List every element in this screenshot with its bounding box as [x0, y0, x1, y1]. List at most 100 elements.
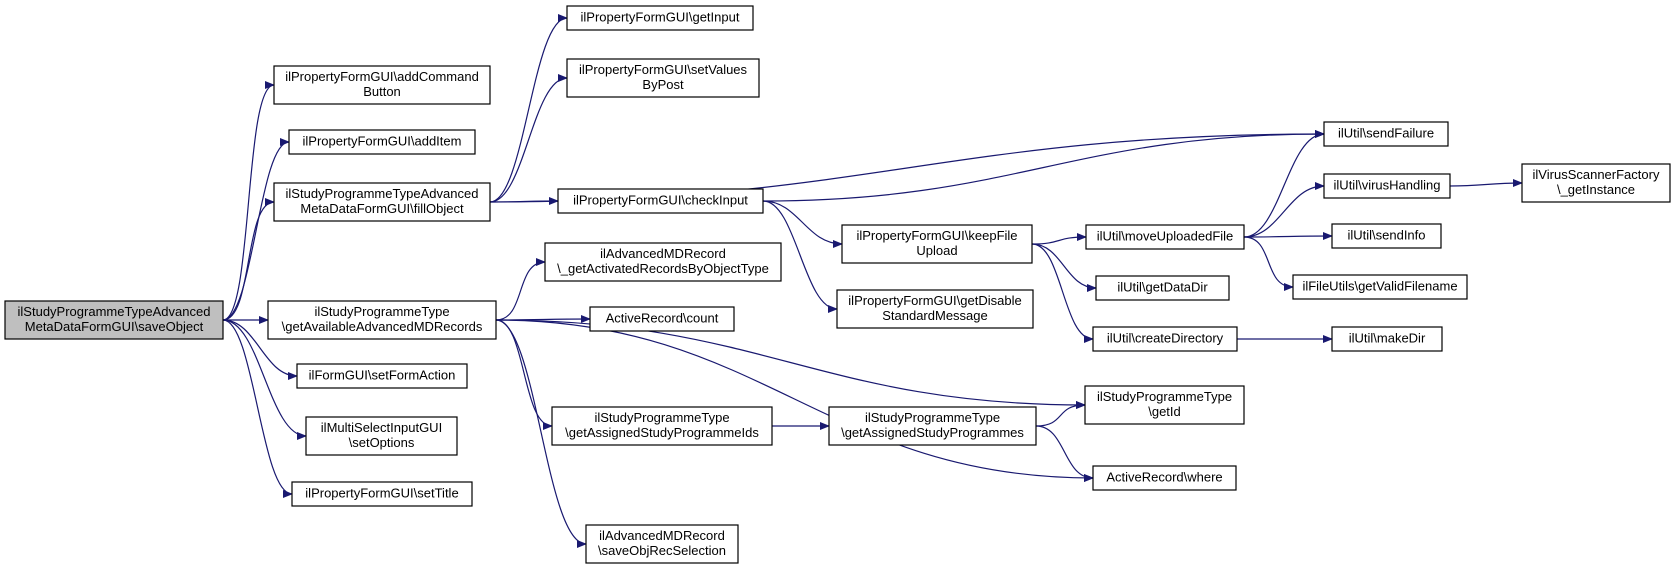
node-layer: ilStudyProgrammeTypeAdvancedMetaDataForm… [4, 5, 1671, 564]
edge-save-to-setform [222, 319, 298, 380]
edge-getavail-to-getassids [495, 319, 553, 430]
node-label-line: ilPropertyFormGUI\getDisable [848, 293, 1021, 308]
node-box [273, 65, 491, 105]
node-box [4, 300, 224, 340]
node-box [557, 188, 764, 214]
node-setform[interactable]: ilFormGUI\setFormAction [296, 363, 468, 389]
edge-moveup-to-sendfail [1243, 130, 1325, 238]
node-sendfail[interactable]: ilUtil\sendFailure [1323, 121, 1449, 147]
node-where[interactable]: ActiveRecord\where [1092, 465, 1237, 491]
node-label-line: ilPropertyFormGUI\checkInput [573, 192, 748, 207]
node-label-line: \saveObjRecSelection [598, 543, 726, 558]
node-label-line: ilStudyProgrammeType [865, 410, 1000, 425]
node-label-line: ilAdvancedMDRecord [600, 246, 726, 261]
node-makedir[interactable]: ilUtil\makeDir [1331, 326, 1443, 352]
node-box [1092, 465, 1237, 491]
node-box [836, 289, 1034, 329]
node-getid[interactable]: ilStudyProgrammeType\getId [1084, 385, 1245, 425]
node-label-line: ilPropertyFormGUI\setTitle [305, 485, 458, 500]
edge-getassprogs-to-where [1035, 425, 1094, 482]
node-getact[interactable]: ilAdvancedMDRecord\_getActivatedRecordsB… [544, 242, 782, 282]
node-checkin[interactable]: ilPropertyFormGUI\checkInput [557, 188, 764, 214]
edge-checkin-to-keepfile [762, 200, 843, 248]
node-box [1095, 275, 1230, 301]
node-box [291, 481, 473, 507]
node-box [273, 182, 491, 222]
node-getassprogs[interactable]: ilStudyProgrammeType\getAssignedStudyPro… [828, 406, 1037, 446]
node-label-line: StandardMessage [882, 308, 988, 323]
node-getinput[interactable]: ilPropertyFormGUI\getInput [566, 5, 754, 31]
edge-save-to-fill [222, 198, 275, 321]
node-label-line: ilPropertyFormGUI\keepFile [856, 228, 1017, 243]
edge-keepfile-to-createdir [1031, 243, 1094, 343]
node-box [841, 224, 1033, 264]
node-box [305, 416, 458, 456]
node-box [1085, 224, 1245, 250]
node-label-line: ilMultiSelectInputGUI [321, 420, 442, 435]
node-box [1092, 326, 1238, 352]
node-additem[interactable]: ilPropertyFormGUI\addItem [288, 129, 476, 155]
node-box [296, 363, 468, 389]
edge-save-to-settitle [222, 319, 293, 498]
edge-getassprogs-to-getid [1035, 401, 1086, 427]
node-label-line: \_getActivatedRecordsByObjectType [557, 261, 769, 276]
edge-moveup-to-sendinfo [1243, 232, 1333, 241]
node-label-line: ilStudyProgrammeTypeAdvanced [18, 304, 211, 319]
node-validfn[interactable]: ilFileUtils\getValidFilename [1292, 274, 1468, 300]
edge-save-to-additem [222, 138, 290, 321]
node-vsf[interactable]: ilVirusScannerFactory\_getInstance [1521, 163, 1671, 203]
edge-save-to-multisel [222, 319, 307, 440]
node-label-line: MetaDataFormGUI\fillObject [300, 201, 464, 216]
edge-fill-to-setvals [489, 74, 568, 203]
node-label-line: ilAdvancedMDRecord [599, 528, 725, 543]
node-multisel[interactable]: ilMultiSelectInputGUI\setOptions [305, 416, 458, 456]
node-count[interactable]: ActiveRecord\count [589, 306, 735, 332]
edge-getavail-to-where [495, 319, 1094, 482]
node-settitle[interactable]: ilPropertyFormGUI\setTitle [291, 481, 473, 507]
node-label-line: ilUtil\virusHandling [1334, 177, 1441, 192]
node-sendinfo[interactable]: ilUtil\sendInfo [1331, 223, 1442, 249]
node-box [566, 5, 754, 31]
node-label-line: ByPost [642, 77, 684, 92]
edge-checkin-to-getdisable [762, 200, 838, 313]
node-getdisable[interactable]: ilPropertyFormGUI\getDisableStandardMess… [836, 289, 1034, 329]
node-box [551, 406, 773, 446]
node-getdatadir[interactable]: ilUtil\getDataDir [1095, 275, 1230, 301]
edge-getavail-to-saveobjrec [495, 319, 587, 548]
node-label-line: \getId [1148, 404, 1181, 419]
node-label-line: ilPropertyFormGUI\setValues [579, 62, 748, 77]
node-label-line: ActiveRecord\count [606, 310, 719, 325]
node-label-line: ilUtil\moveUploadedFile [1097, 228, 1234, 243]
node-box [1323, 173, 1451, 199]
node-label-line: ilStudyProgrammeType [1097, 389, 1232, 404]
node-saveobjrec[interactable]: ilAdvancedMDRecord\saveObjRecSelection [585, 524, 739, 564]
node-virus[interactable]: ilUtil\virusHandling [1323, 173, 1451, 199]
node-label-line: ilUtil\makeDir [1349, 330, 1426, 345]
node-label-line: \_getInstance [1557, 182, 1635, 197]
node-label-line: ilUtil\sendFailure [1338, 125, 1434, 140]
node-label-line: ilUtil\createDirectory [1107, 330, 1224, 345]
node-label-line: ilPropertyFormGUI\addCommand [285, 69, 479, 84]
edge-moveup-to-virus [1243, 182, 1325, 238]
node-box [1331, 223, 1442, 249]
node-label-line: ilFormGUI\setFormAction [309, 367, 456, 382]
node-box [1521, 163, 1671, 203]
edge-moveup-to-validfn [1243, 236, 1294, 291]
node-label-line: ilPropertyFormGUI\getInput [581, 9, 740, 24]
edge-getavail-to-getact [495, 258, 546, 321]
node-createdir[interactable]: ilUtil\createDirectory [1092, 326, 1238, 352]
node-box [1323, 121, 1449, 147]
node-fill[interactable]: ilStudyProgrammeTypeAdvancedMetaDataForm… [273, 182, 491, 222]
node-getavail[interactable]: ilStudyProgrammeType\getAvailableAdvance… [267, 300, 497, 340]
node-getassids[interactable]: ilStudyProgrammeType\getAssignedStudyPro… [551, 406, 773, 446]
node-label-line: ilStudyProgrammeTypeAdvanced [286, 186, 479, 201]
edge-keepfile-to-getdatadir [1031, 243, 1097, 292]
node-box [585, 524, 739, 564]
node-box [1292, 274, 1468, 300]
node-label-line: ilVirusScannerFactory [1533, 167, 1660, 182]
node-save[interactable]: ilStudyProgrammeTypeAdvancedMetaDataForm… [4, 300, 224, 340]
node-moveup[interactable]: ilUtil\moveUploadedFile [1085, 224, 1245, 250]
